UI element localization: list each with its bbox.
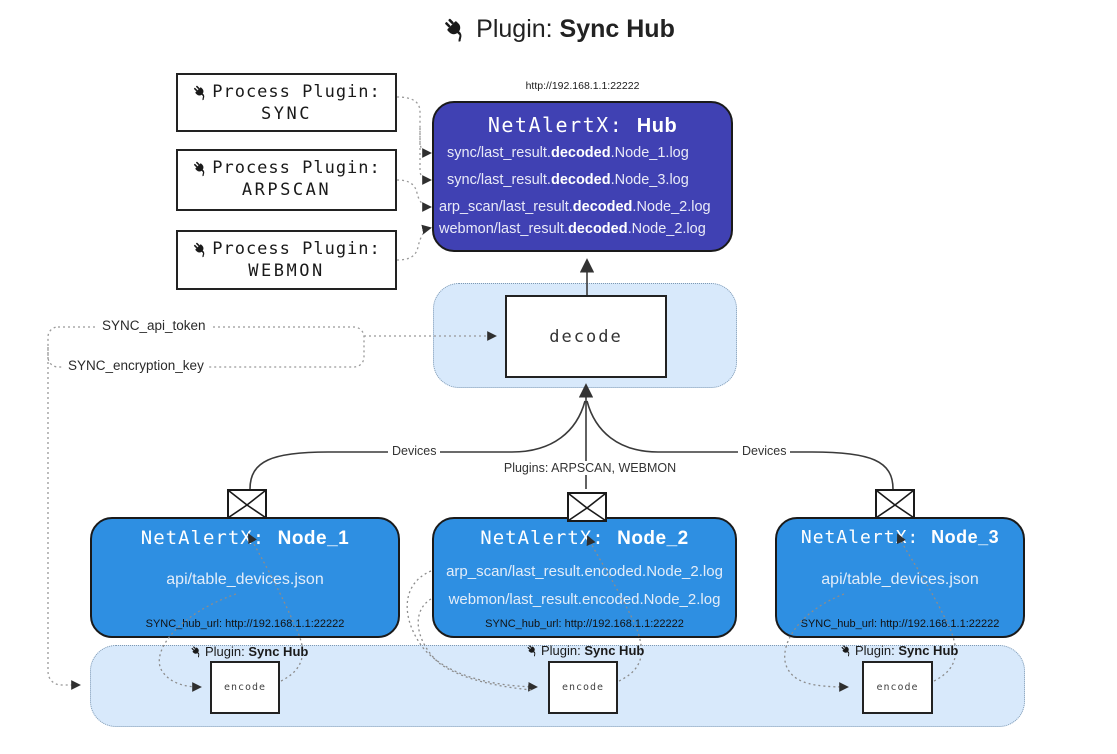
encode-box: encode (548, 661, 618, 714)
plug-icon (190, 645, 203, 658)
hub-title: NetAlertX: Hub (487, 113, 678, 137)
edge-label-plugins: Plugins: ARPSCAN, WEBMON (495, 461, 685, 475)
node-hub-url: SYNC_hub_url: http://192.168.1.1:22222 (485, 618, 684, 630)
encode-box: encode (210, 661, 280, 714)
plug-icon (192, 84, 209, 101)
sync-encryption-key-label: SYNC_encryption_key (63, 358, 209, 373)
plug-icon (192, 241, 209, 258)
encode-box: encode (862, 661, 933, 714)
edge-label-devices-left: Devices (388, 444, 441, 458)
encode-label: encode (876, 682, 919, 693)
wire-webmon-to-hub (396, 224, 432, 261)
node-file: webmon/last_result.encoded.Node_2.log (448, 591, 721, 608)
hub-url-label: http://192.168.1.1:22222 (525, 80, 640, 92)
node-title: NetAlertX: Node_1 (140, 527, 350, 549)
title-prefix: Plugin: (476, 15, 560, 43)
node-title: NetAlertX: Node_3 (800, 527, 1000, 548)
node-file: api/table_devices.json (821, 571, 979, 588)
hub-log-line: arp_scan/last_result.decoded.Node_2.log (439, 199, 711, 215)
process-plugin-box-arpscan: Process Plugin: ARPSCAN (176, 149, 397, 211)
node-file: arp_scan/last_result.encoded.Node_2.log (446, 563, 723, 580)
plug-icon (840, 644, 853, 657)
page-title: Plugin: Sync Hub (0, 15, 1117, 44)
node-box-node2: NetAlertX: Node_2 arp_scan/last_result.e… (432, 517, 737, 638)
plug-icon (192, 160, 209, 177)
process-plugin-label: Process Plugin: (212, 239, 381, 259)
hub-box: NetAlertX: Hub sync/last_result.decoded.… (432, 101, 733, 252)
wire-arpscan-to-hub (396, 179, 432, 212)
wire-sync-to-hub-1 (396, 96, 432, 158)
node-hub-url: SYNC_hub_url: http://192.168.1.1:22222 (145, 618, 345, 630)
sync-api-token-label: SYNC_api_token (97, 318, 211, 333)
encode-label: encode (561, 682, 605, 693)
title-name: Sync Hub (559, 15, 675, 43)
wire-settings-to-encode-panel (47, 347, 81, 690)
hub-log-line: sync/last_result.decoded.Node_1.log (447, 145, 689, 161)
process-plugin-label: Process Plugin: (212, 158, 381, 178)
envelope-icon (227, 489, 267, 519)
wire-sync-to-hub-2 (419, 128, 432, 185)
decode-box: decode (505, 295, 667, 378)
encode-section-label: Plugin: Sync Hub (190, 644, 308, 659)
node-box-node3: NetAlertX: Node_3 api/table_devices.json… (775, 517, 1025, 638)
process-plugin-box-sync: Process Plugin: SYNC (176, 73, 397, 132)
process-plugin-name: WEBMON (248, 261, 325, 281)
plug-icon (442, 16, 469, 43)
plug-icon (526, 644, 539, 657)
process-plugin-name: SYNC (261, 104, 312, 124)
process-plugin-name: ARPSCAN (241, 180, 332, 200)
node-box-node1: NetAlertX: Node_1 api/table_devices.json… (90, 517, 400, 638)
node-file: api/table_devices.json (166, 571, 324, 588)
process-plugin-label: Process Plugin: (212, 82, 381, 102)
encode-section-label: Plugin: Sync Hub (526, 643, 644, 658)
envelope-icon (875, 489, 915, 519)
hub-log-line: webmon/last_result.decoded.Node_2.log (439, 221, 706, 237)
node-title: NetAlertX: Node_2 (480, 527, 689, 549)
encode-label: encode (223, 682, 267, 693)
hub-log-line: sync/last_result.decoded.Node_3.log (447, 172, 689, 188)
edge-label-devices-right: Devices (738, 444, 791, 458)
process-plugin-box-webmon: Process Plugin: WEBMON (176, 230, 397, 290)
node-hub-url: SYNC_hub_url: http://192.168.1.1:22222 (800, 618, 1000, 630)
envelope-icon (567, 492, 607, 522)
decode-label: decode (549, 326, 623, 347)
encode-section-label: Plugin: Sync Hub (840, 643, 958, 658)
